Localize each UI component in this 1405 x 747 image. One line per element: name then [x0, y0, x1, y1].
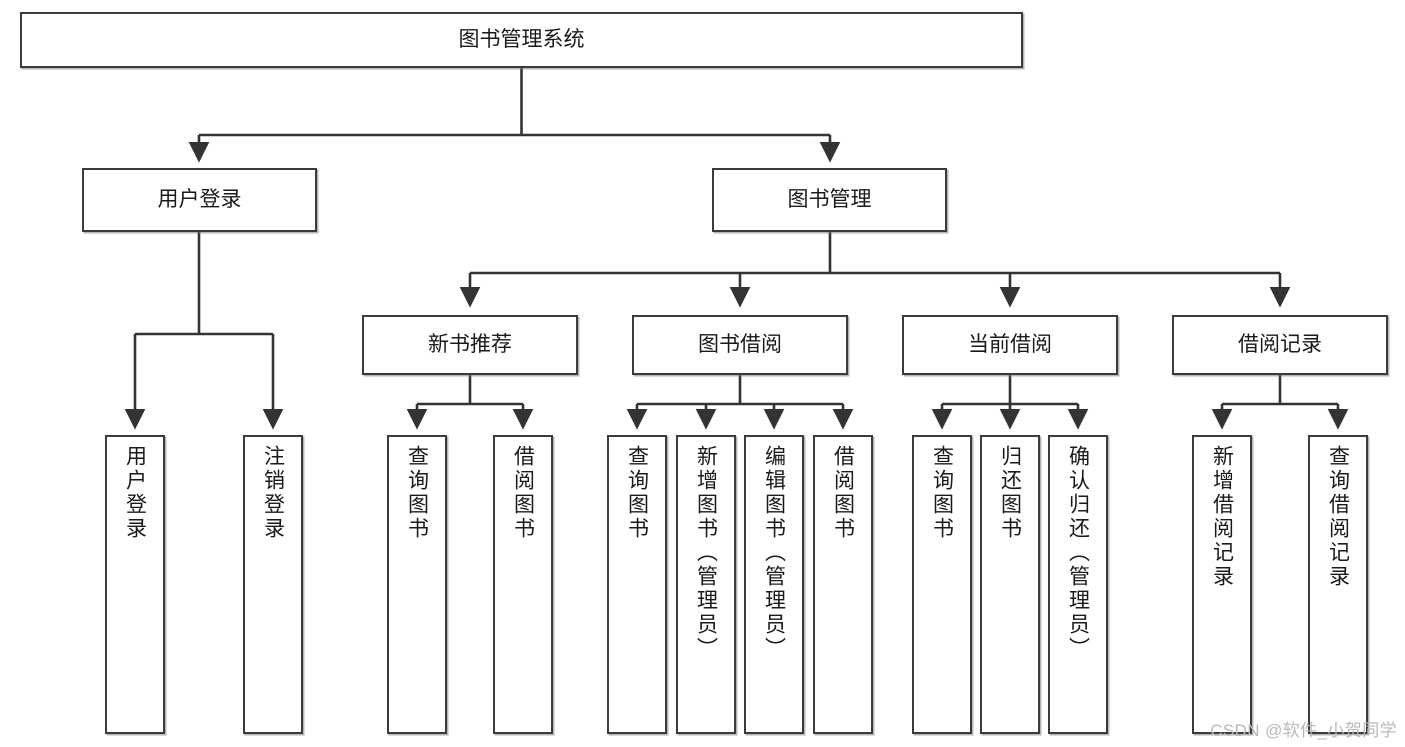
leaf-label: 新增借阅记录: [1210, 445, 1234, 589]
leaf-record-add[interactable]: 新增借阅记录: [1192, 435, 1252, 734]
leaf-label: 归还图书: [998, 445, 1022, 541]
leaf-label: 注销登录: [261, 445, 285, 541]
leaf-label: 查询借阅记录: [1326, 445, 1350, 589]
leaf-new-book-query[interactable]: 查询图书: [387, 435, 447, 734]
leaf-label: 查询图书: [405, 445, 429, 541]
leaf-user-login-login[interactable]: 用户登录: [105, 435, 165, 734]
node-user-login[interactable]: 用户登录: [82, 168, 317, 232]
leaf-borrow-query-book[interactable]: 查询图书: [607, 435, 667, 734]
leaf-label: 用户登录: [123, 445, 147, 541]
leaf-current-return-book[interactable]: 归还图书: [980, 435, 1040, 734]
leaf-current-query-book[interactable]: 查询图书: [912, 435, 972, 734]
leaf-borrow-add-book[interactable]: 新增图书（管理员）: [676, 435, 736, 734]
node-user-login-label: 用户登录: [157, 188, 242, 212]
leaf-new-book-borrow[interactable]: 借阅图书: [493, 435, 553, 734]
leaf-borrow-edit-book[interactable]: 编辑图书（管理员）: [744, 435, 804, 734]
leaf-label: 查询图书: [625, 445, 649, 541]
node-root[interactable]: 图书管理系统: [20, 12, 1023, 68]
leaf-label: 编辑图书（管理员）: [762, 445, 786, 661]
node-root-label: 图书管理系统: [458, 28, 585, 52]
leaf-label: 确认归还（管理员）: [1066, 445, 1090, 661]
leaf-user-login-logout[interactable]: 注销登录: [243, 435, 303, 734]
leaf-label: 查询图书: [930, 445, 954, 541]
leaf-label: 借阅图书: [511, 445, 535, 541]
node-book-management[interactable]: 图书管理: [712, 168, 947, 232]
leaf-label: 借阅图书: [831, 445, 855, 541]
node-borrow-record[interactable]: 借阅记录: [1172, 315, 1388, 375]
node-book-borrow-label: 图书借阅: [698, 333, 782, 357]
leaf-borrow-borrow-book[interactable]: 借阅图书: [813, 435, 873, 734]
node-book-borrow[interactable]: 图书借阅: [632, 315, 848, 375]
node-book-management-label: 图书管理: [787, 188, 872, 212]
node-current-borrow[interactable]: 当前借阅: [902, 315, 1118, 375]
node-borrow-record-label: 借阅记录: [1238, 333, 1322, 357]
leaf-label: 新增图书（管理员）: [694, 445, 718, 661]
node-new-book-recommend[interactable]: 新书推荐: [362, 315, 578, 375]
leaf-record-query[interactable]: 查询借阅记录: [1308, 435, 1368, 734]
node-current-borrow-label: 当前借阅: [968, 333, 1052, 357]
node-new-book-recommend-label: 新书推荐: [428, 333, 512, 357]
leaf-current-confirm-return[interactable]: 确认归还（管理员）: [1048, 435, 1108, 734]
